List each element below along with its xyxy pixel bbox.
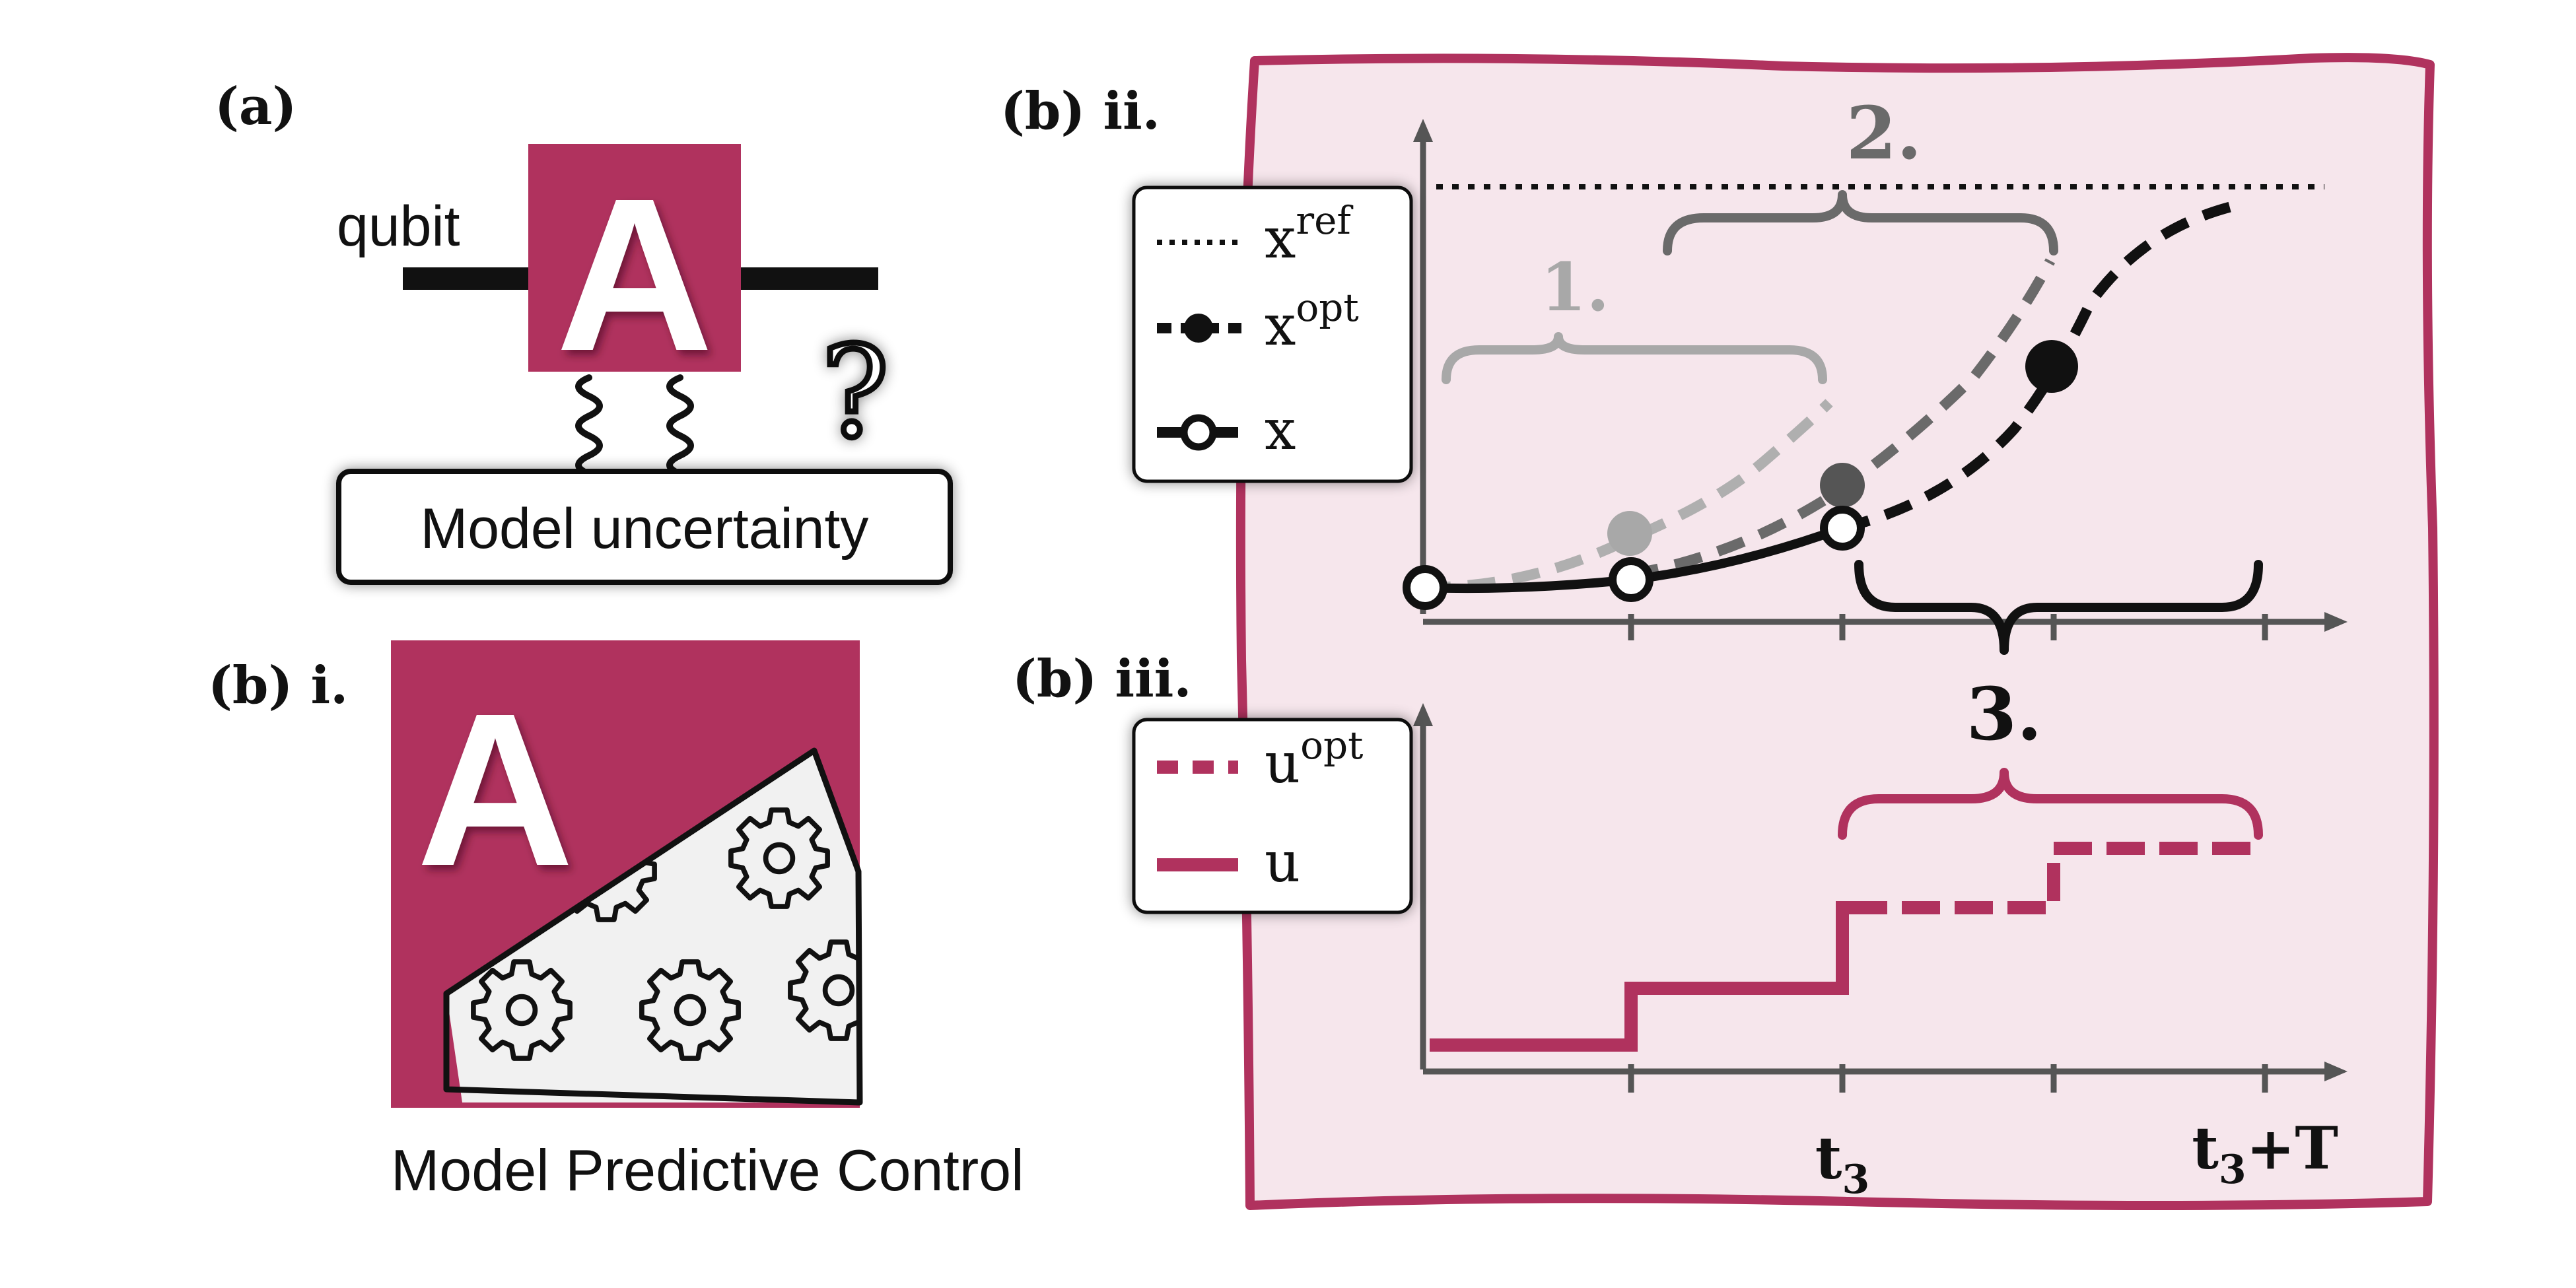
qubit-box — [528, 144, 741, 372]
legend-x-dot — [1180, 414, 1217, 451]
control-axes — [1413, 703, 2348, 1093]
brace-1 — [1442, 332, 1827, 384]
gears-wedge — [443, 747, 887, 1106]
panel-a-label: (a) — [215, 77, 296, 137]
x-actual-dot — [1820, 506, 1865, 551]
state-axes — [1413, 119, 2348, 640]
x-actual-dot — [1403, 565, 1447, 610]
mpc-caption: Model Predictive Control — [391, 1137, 1024, 1203]
brace-1-label: 1. — [1541, 248, 1609, 326]
x-actual-dot — [1609, 557, 1654, 602]
panel-b-iii-label: (b) iii. — [1012, 649, 1192, 709]
qubit-label: qubit — [337, 195, 460, 258]
gear-icon — [731, 810, 827, 906]
mpc-box-letter: A — [417, 667, 574, 911]
qubit-box-letter: A — [556, 153, 713, 396]
u-actual-line — [1430, 901, 1849, 1052]
spring-left — [575, 374, 603, 477]
x-opt-step1-curve — [1422, 399, 1833, 593]
panel-b-i-label: (b) i. — [208, 656, 348, 716]
tick-label-t3: t3 — [1815, 1124, 1869, 1203]
legend-u-opt: uopt — [1265, 723, 1363, 796]
x-opt-step3-dot — [2025, 340, 2078, 393]
uncertainty-label: Model uncertainty — [421, 497, 869, 560]
gear-icon — [642, 962, 738, 1058]
brace-2 — [1663, 190, 2058, 255]
gear-icon — [790, 942, 887, 1038]
spring-right — [666, 374, 694, 477]
x-opt-step1-dot — [1607, 511, 1652, 556]
tick-label-t3-plus-T: t3+T — [2192, 1114, 2338, 1193]
right-panel-frame — [1236, 53, 2439, 1210]
uncertainty-box — [336, 469, 953, 585]
state-legend: xref xopt x — [1132, 186, 1413, 483]
question-mark: ? — [821, 320, 889, 465]
legend-x-opt-dot — [1184, 314, 1213, 343]
u-opt-line — [1849, 842, 2262, 914]
panel-b-ii-label: (b) ii. — [1000, 81, 1160, 141]
legend-x-opt: xopt — [1265, 285, 1359, 358]
brace-2-label: 2. — [1846, 90, 1922, 176]
legend-x-ref: xref — [1265, 198, 1353, 271]
legend-u: u — [1265, 830, 1300, 895]
brace-3 — [1854, 560, 2263, 655]
legend-x: x — [1265, 397, 1296, 462]
x-opt-step2-dot — [1820, 463, 1865, 508]
control-legend: uopt u — [1132, 718, 1413, 914]
brace-control — [1838, 768, 2263, 840]
gear-icon — [473, 962, 570, 1058]
brace-3-label: 3. — [1967, 671, 2042, 757]
x-opt-step2-curve — [1630, 258, 2056, 580]
